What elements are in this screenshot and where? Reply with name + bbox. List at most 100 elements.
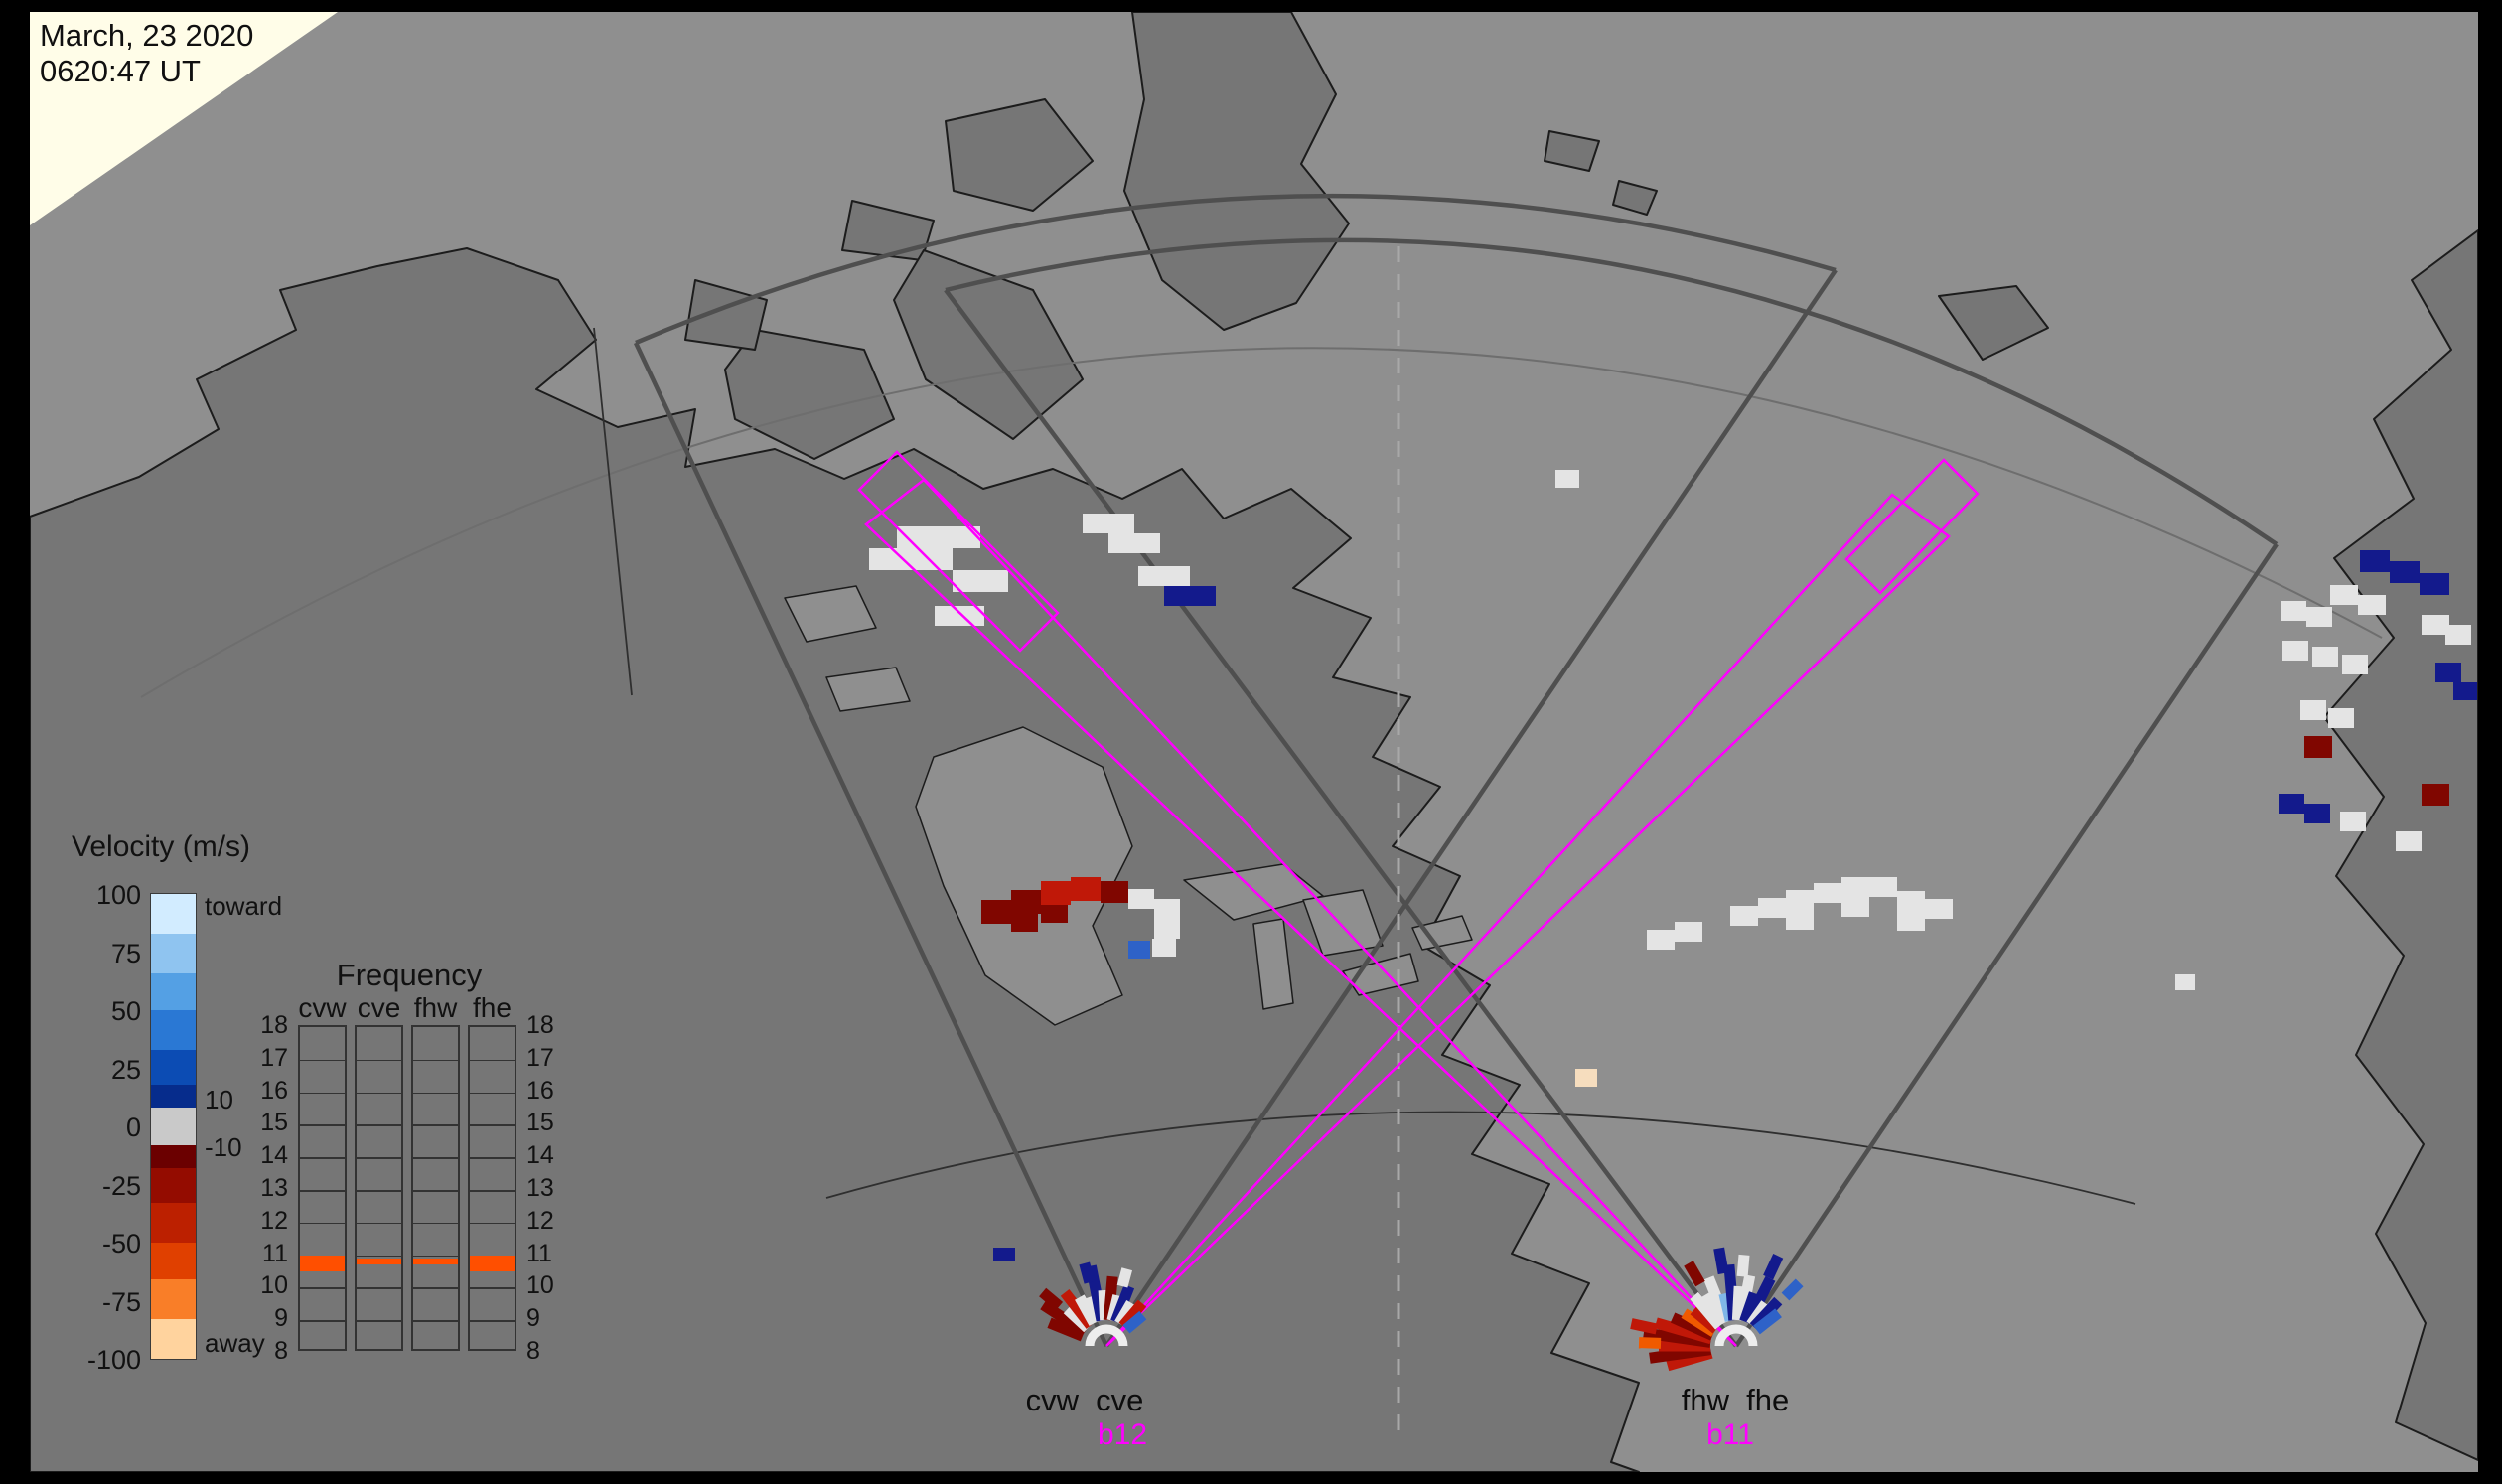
frequency-scale-left: 15 <box>260 1109 288 1137</box>
rose-bar-right <box>1681 1308 1717 1337</box>
geomagnetic-line <box>825 1111 2136 1205</box>
fov-left-arc <box>635 193 1837 346</box>
rose-bar-right <box>1654 1317 1713 1345</box>
velocity-tick-label: -100 <box>86 1345 141 1375</box>
velocity-colorbar-segment <box>151 1279 196 1320</box>
rose-bar-right <box>1659 1340 1710 1352</box>
frequency-scale-right: 9 <box>526 1304 540 1333</box>
frequency-gridline <box>357 1059 401 1062</box>
frequency-column-label: cvw <box>298 992 347 1023</box>
scatter-cell <box>1041 905 1068 923</box>
rose-bar-right <box>1736 1254 1750 1277</box>
frequency-scale-left: 10 <box>260 1271 288 1300</box>
frequency-gridline <box>357 1124 401 1126</box>
scatter-cells-layer <box>869 470 2477 1261</box>
velocity-tick-label: -75 <box>101 1286 141 1317</box>
frequency-column-label: fhw <box>413 992 458 1023</box>
radar-site-marker-left <box>1085 1324 1128 1347</box>
scatter-cell <box>1190 586 1216 606</box>
beam-b11-end-gate <box>857 450 1060 653</box>
scatter-cell <box>1555 470 1579 488</box>
scatter-cell <box>981 900 1011 924</box>
beam-b11-outline <box>864 478 1737 1347</box>
great-slave-lake <box>825 667 911 712</box>
island-svalbard-a <box>1544 130 1600 172</box>
scatter-cell <box>1138 566 1164 586</box>
scatter-cell <box>1730 906 1758 926</box>
scatter-cell <box>1786 910 1814 930</box>
frequency-gridline <box>413 1190 458 1192</box>
island-iceland <box>1938 285 2049 361</box>
beam-b12-outline <box>1105 493 1951 1347</box>
frequency-gridline <box>470 1320 515 1322</box>
beam-label-left: b12 <box>1097 1418 1148 1451</box>
scatter-cell <box>897 548 925 570</box>
scatter-cell <box>1154 899 1180 919</box>
scatter-cell <box>1011 914 1038 932</box>
scatter-cell <box>925 548 953 570</box>
scatter-cell <box>1814 883 1841 903</box>
frequency-title: Frequency <box>336 958 483 992</box>
fov-right-edge-a <box>944 288 1738 1348</box>
scatter-cell <box>2175 974 2195 990</box>
scatter-cell <box>2281 601 2306 621</box>
time-text: 0620:47 UT <box>40 53 201 88</box>
beam-outlines <box>857 450 1980 1347</box>
scatter-cell <box>2312 647 2338 667</box>
rose-bar-right <box>1670 1312 1715 1341</box>
scatter-cell <box>1925 899 1953 919</box>
rose-bar-right <box>1684 1261 1705 1287</box>
velocity-tick-label: 75 <box>110 938 141 968</box>
frequency-gridline <box>300 1157 345 1159</box>
velocity-tick-label: -50 <box>101 1229 141 1259</box>
frequency-gridline <box>300 1059 345 1062</box>
scatter-cell <box>2300 700 2326 720</box>
scatter-cell <box>993 1248 1015 1261</box>
frequency-gridline <box>357 1320 401 1322</box>
frequency-gridline <box>413 1320 458 1322</box>
scatter-cell <box>2360 550 2390 572</box>
rose-bar-left <box>1122 1310 1147 1334</box>
rose-bar-left <box>1110 1284 1135 1324</box>
frequency-gridline <box>300 1092 345 1095</box>
frequency-scale-right: 10 <box>526 1271 554 1300</box>
rose-bar-left <box>1047 1317 1085 1342</box>
frequency-column-label: fhe <box>473 992 512 1023</box>
groundscatter-neg-label: -10 <box>205 1132 242 1162</box>
scatter-cell <box>2422 784 2449 806</box>
scatter-cell <box>2422 615 2449 635</box>
velocity-colorbar-segment <box>151 1242 196 1280</box>
velocity-colorbar <box>150 893 197 1360</box>
scatter-cell <box>2435 663 2461 682</box>
away-label: away <box>205 1328 265 1358</box>
continent-north-america <box>30 247 1640 1472</box>
frequency-gridline <box>470 1287 515 1289</box>
scatter-cell <box>1897 891 1925 911</box>
frequency-scale-left: 16 <box>260 1076 288 1105</box>
frequency-gridline <box>470 1092 515 1095</box>
frequency-scale-right: 18 <box>526 1011 554 1039</box>
scatter-cell <box>1152 939 1176 957</box>
rose-bar-left <box>1040 1299 1089 1337</box>
rose-bar-right <box>1630 1318 1658 1335</box>
scatter-cell <box>980 570 1008 592</box>
frequency-scale-right: 16 <box>526 1076 554 1105</box>
lake-ontario <box>1411 915 1473 951</box>
frequency-gridline <box>413 1157 458 1159</box>
frequency-scale-right: 8 <box>526 1337 540 1365</box>
rose-bar-left <box>1116 1267 1133 1288</box>
frequency-gridline <box>357 1222 401 1225</box>
scatter-cell <box>1134 533 1160 553</box>
frequency-gridline <box>357 1092 401 1095</box>
frequency-gridline <box>413 1255 458 1258</box>
frequency-highlight <box>470 1255 515 1271</box>
scatter-cell <box>1758 898 1786 918</box>
frequency-gridline <box>470 1124 515 1126</box>
rose-bar-right <box>1638 1337 1662 1349</box>
scatter-cell <box>2390 561 2420 583</box>
frequency-highlight <box>413 1258 458 1264</box>
scatter-cell <box>1128 889 1154 909</box>
date-text: March, 23 2020 <box>40 18 254 53</box>
latitude-arc <box>140 347 2383 698</box>
scatter-cell <box>2342 655 2368 674</box>
